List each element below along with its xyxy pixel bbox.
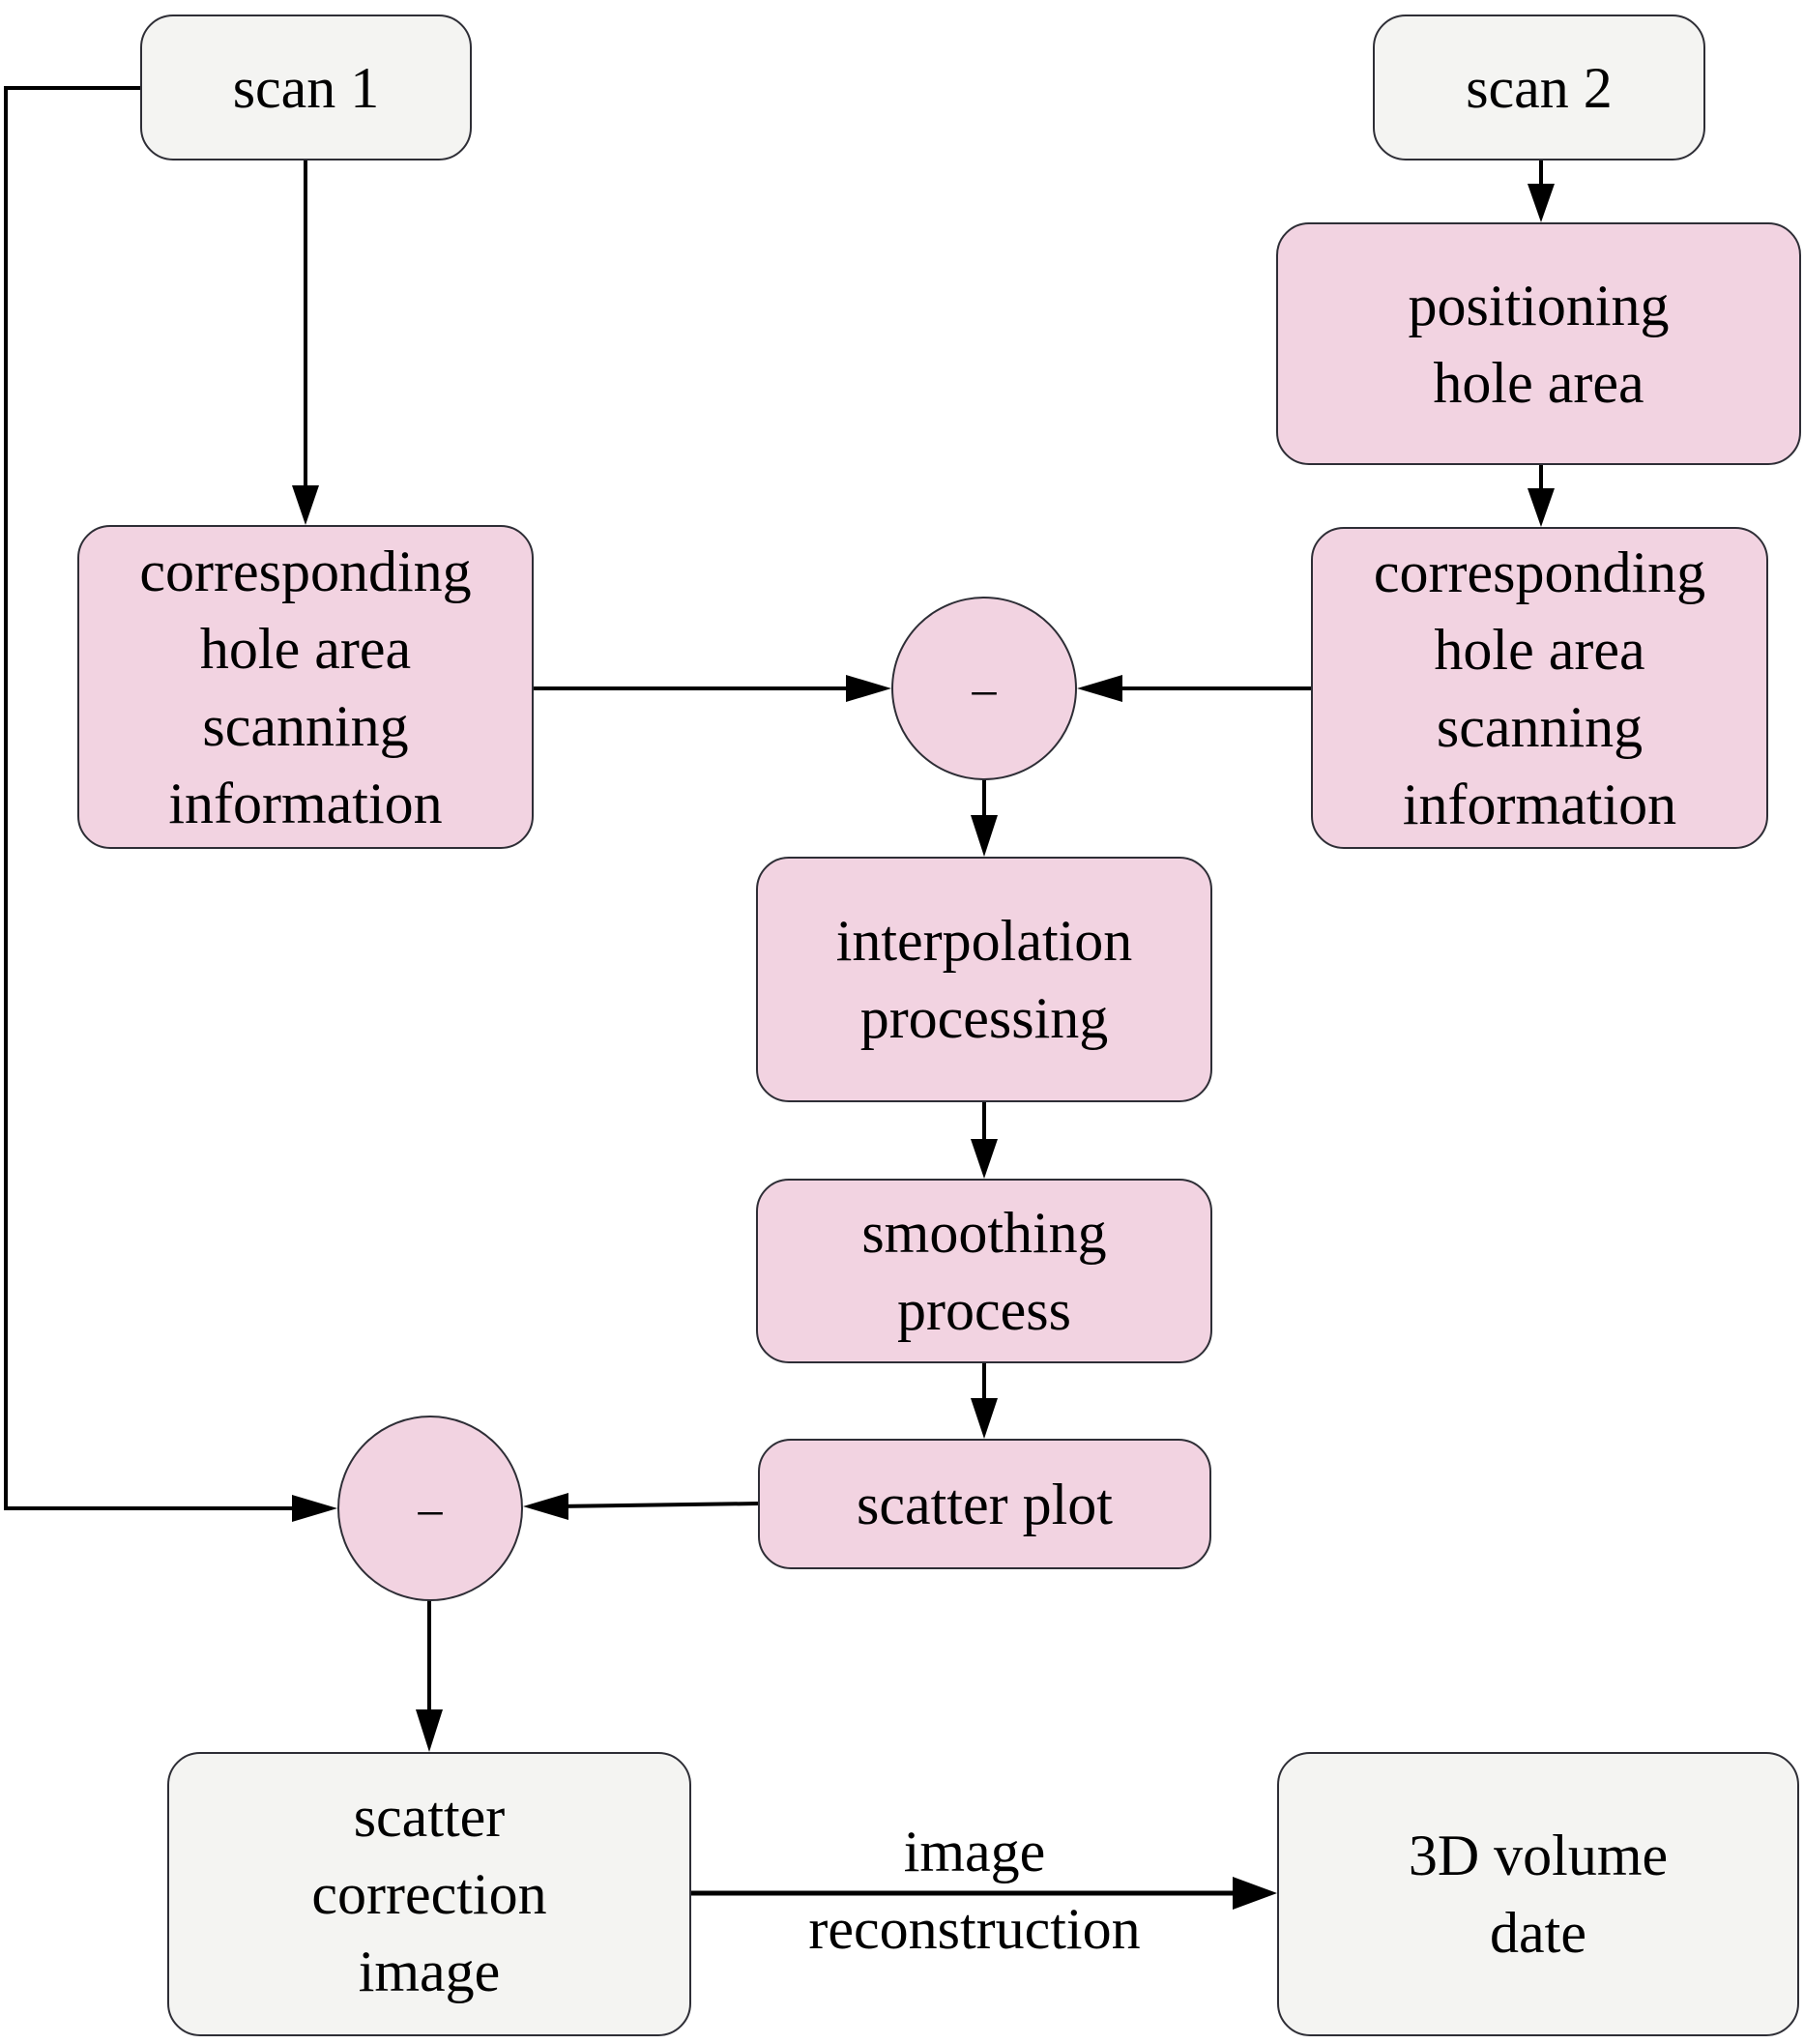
node-label: scatter correction image [311, 1785, 547, 2003]
arrowhead [416, 1709, 443, 1752]
node-left-scanning-information: corresponding hole area scanning informa… [77, 525, 534, 849]
node-scan-2: scan 2 [1373, 15, 1705, 161]
arrowhead [971, 1139, 998, 1179]
subtract-operator-top: – [891, 597, 1077, 780]
arrowhead [292, 1495, 337, 1522]
node-right-scanning-information: corresponding hole area scanning informa… [1311, 527, 1768, 849]
node-3d-volume-date: 3D volume date [1277, 1752, 1799, 2036]
edge-scatter-plot-to-subtract-bottom [555, 1502, 759, 1508]
node-positioning-hole-area: positioning hole area [1276, 222, 1801, 465]
node-scatter-plot: scatter plot [758, 1439, 1211, 1569]
subtract-operator-bottom: – [337, 1416, 523, 1601]
node-label: scan 2 [1466, 55, 1613, 120]
node-label: 3D volume date [1408, 1824, 1669, 1965]
arrowhead [1528, 184, 1555, 222]
arrowhead [846, 675, 891, 702]
edge-label-reconstruction: reconstruction [808, 1897, 1141, 1961]
minus-icon: – [418, 1481, 443, 1535]
edge-label-image: image [903, 1820, 1046, 1883]
node-label: corresponding hole area scanning informa… [139, 539, 472, 835]
node-scan-1: scan 1 [140, 15, 472, 161]
node-label: corresponding hole area scanning informa… [1373, 540, 1706, 836]
node-interpolation-processing: interpolation processing [756, 857, 1212, 1102]
node-smoothing-process: smoothing process [756, 1179, 1212, 1363]
node-label: scatter plot [857, 1472, 1113, 1536]
arrowhead [523, 1493, 568, 1520]
node-label: positioning hole area [1408, 273, 1670, 415]
arrowhead [971, 1398, 998, 1439]
arrowhead [1528, 488, 1555, 527]
node-label: scan 1 [232, 55, 380, 120]
node-scatter-correction-image: scatter correction image [167, 1752, 691, 2036]
arrowhead [1233, 1877, 1277, 1910]
minus-icon: – [972, 661, 997, 715]
node-label: smoothing process [861, 1200, 1107, 1342]
node-label: interpolation processing [835, 909, 1133, 1050]
edge-scan1-to-subtract-bottom [4, 86, 300, 1510]
arrowhead [971, 815, 998, 857]
arrowhead [1077, 675, 1122, 702]
arrowhead [292, 485, 319, 525]
